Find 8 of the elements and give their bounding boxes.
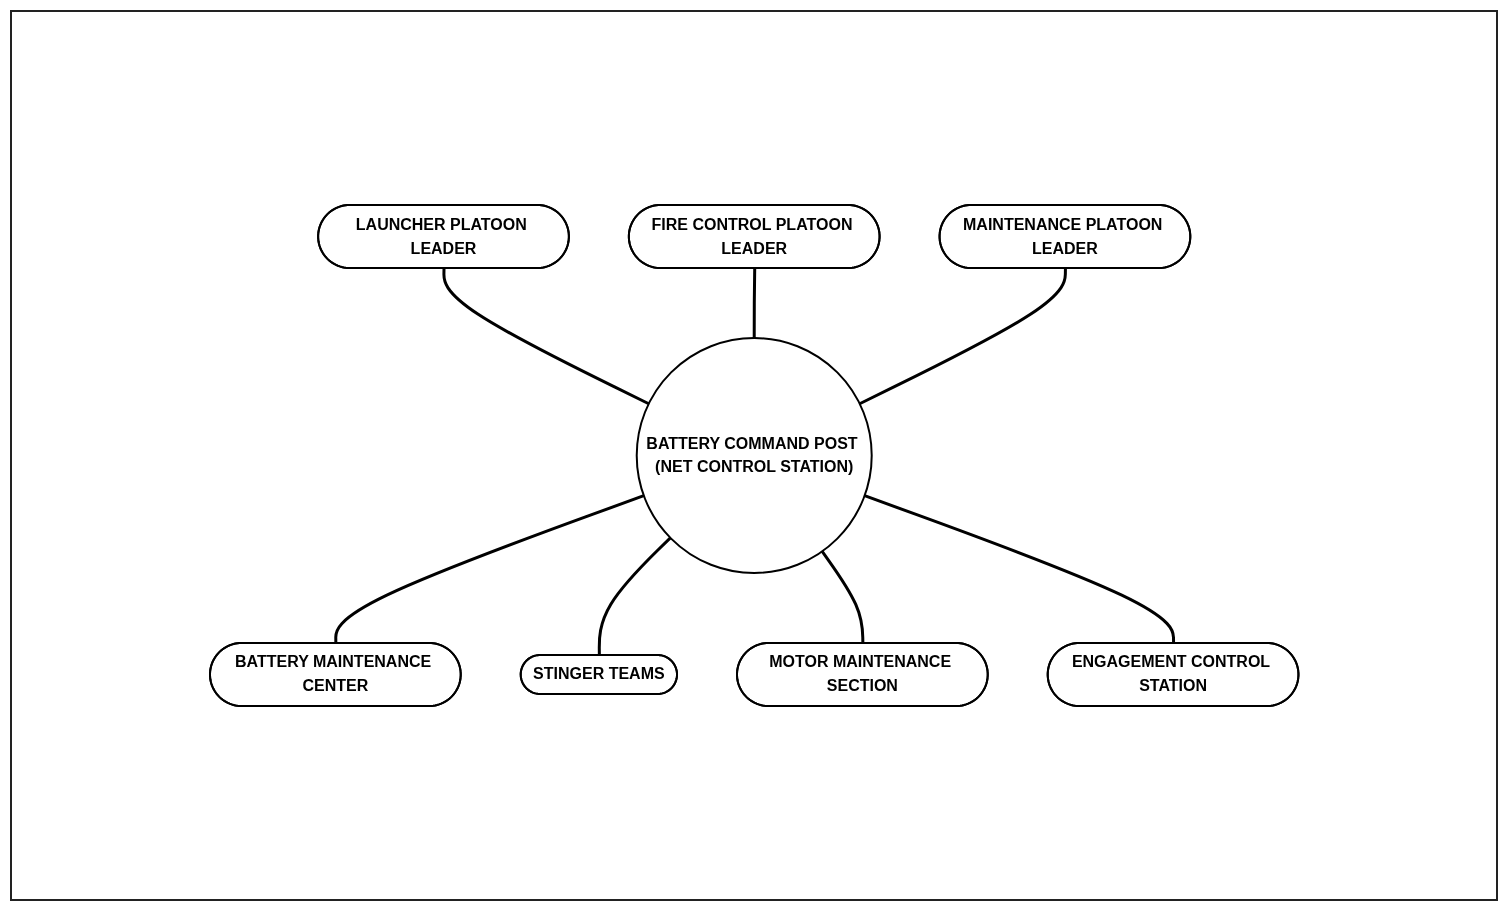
node-circle: BATTERY COMMAND POST (NET CONTROL STATION) xyxy=(635,337,873,574)
connector xyxy=(820,550,865,644)
connector xyxy=(863,494,1175,644)
connector xyxy=(597,536,672,656)
connector xyxy=(858,268,1067,406)
connector xyxy=(334,494,645,644)
connector xyxy=(442,268,650,406)
connector xyxy=(752,268,756,338)
